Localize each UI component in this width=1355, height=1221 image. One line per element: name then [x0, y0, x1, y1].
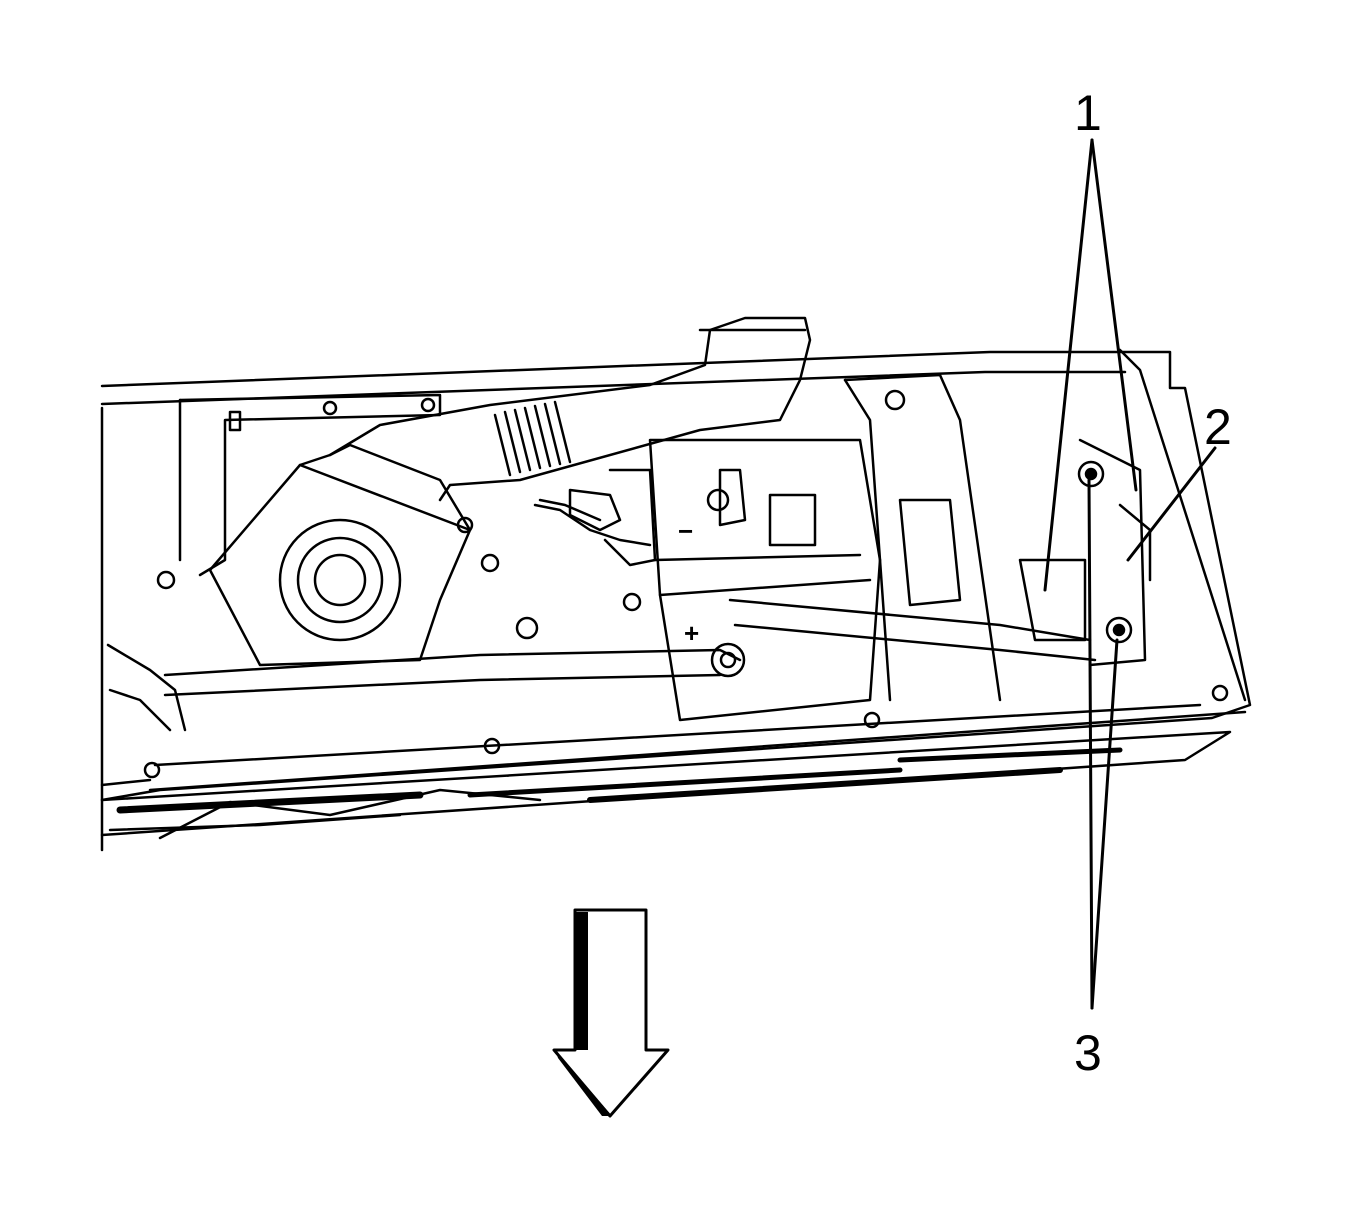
- callout-leaders: [1043, 138, 1217, 1010]
- lower-trim-strip: [100, 730, 1232, 840]
- arrow-down-icon: [552, 908, 670, 1118]
- positive-terminal-symbol: +: [684, 618, 699, 648]
- fasteners: [143, 460, 1229, 779]
- battery: [648, 438, 882, 722]
- negative-terminal-symbol: −: [678, 516, 693, 546]
- hold-down-frame: [843, 373, 1002, 702]
- battery-cable: [106, 598, 1097, 732]
- air-duct-hose: [328, 316, 812, 502]
- blower-housing: [208, 443, 474, 667]
- callout-2: 2: [1204, 399, 1232, 455]
- wiring-harness: [533, 468, 657, 567]
- callout-3: 3: [1074, 1025, 1102, 1081]
- rear-bracket: [178, 393, 442, 577]
- callout-1: 1: [1074, 85, 1102, 141]
- compartment-frame: [100, 348, 1252, 852]
